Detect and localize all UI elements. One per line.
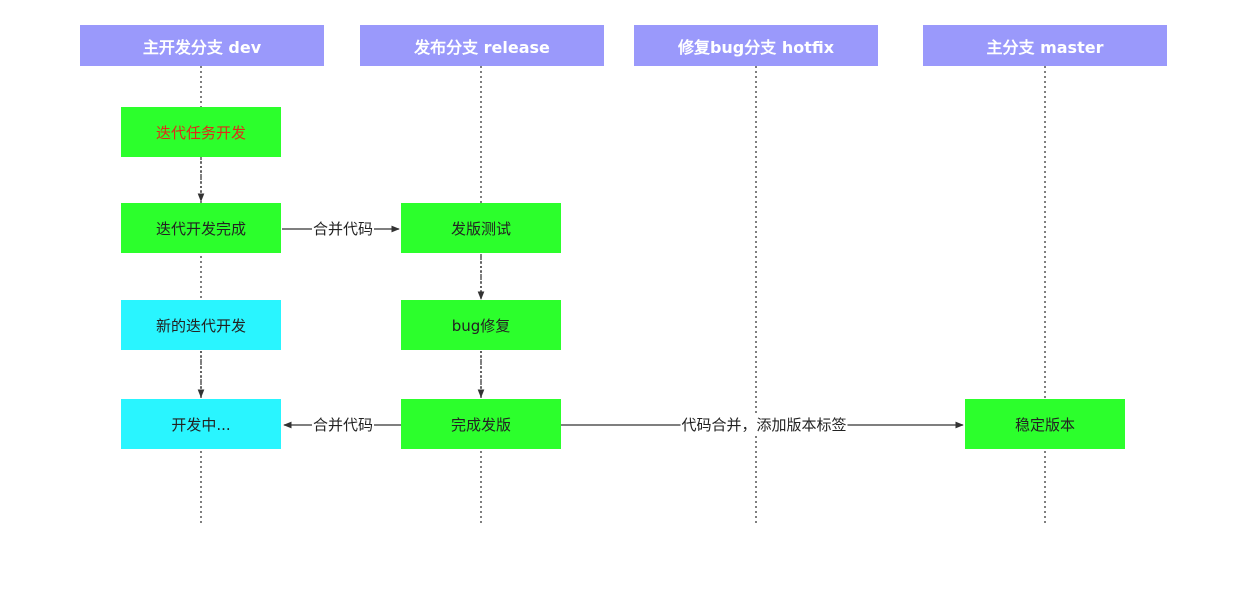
- node-release-test: 发版测试: [401, 203, 561, 253]
- edge-label-merge-to-master: 代码合并，添加版本标签: [680, 415, 848, 435]
- lane-release-header: 发布分支 release: [360, 25, 604, 66]
- edge-label-merge-back-dev: 合并代码: [311, 415, 375, 435]
- lane-dev-header: 主开发分支 dev: [80, 25, 324, 66]
- node-stable: 稳定版本: [965, 399, 1125, 449]
- node-new-iter: 新的迭代开发: [121, 300, 281, 350]
- lane-hotfix-header: 修复bug分支 hotfix: [634, 25, 878, 66]
- lane-master-header: 主分支 master: [923, 25, 1167, 66]
- node-iter-task: 迭代任务开发: [121, 107, 281, 157]
- node-in-dev: 开发中...: [121, 399, 281, 449]
- node-bug-fix: bug修复: [401, 300, 561, 350]
- edge-label-merge-to-release: 合并代码: [311, 219, 375, 239]
- node-iter-done: 迭代开发完成: [121, 203, 281, 253]
- node-release-done: 完成发版: [401, 399, 561, 449]
